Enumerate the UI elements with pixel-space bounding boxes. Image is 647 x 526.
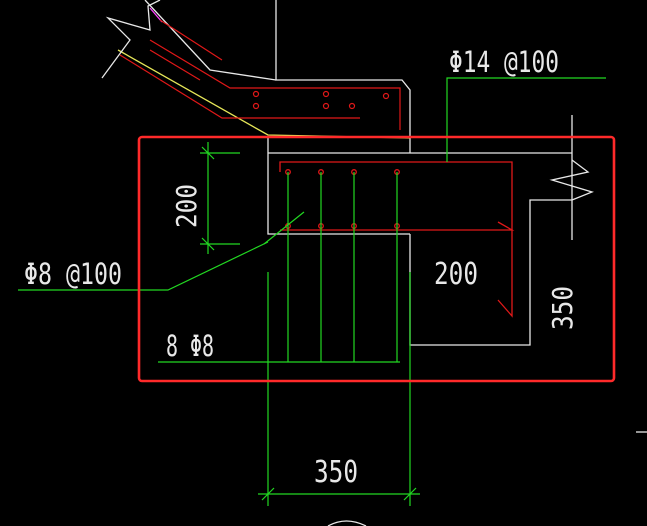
dim-left-tick-bottom [201, 237, 215, 251]
top-rebar-label: Φ14 @100 [449, 45, 559, 79]
bottom-hook-bar [280, 221, 515, 231]
stair-rebar-upper [149, 39, 401, 130]
stair-bar-dot [322, 90, 330, 98]
stirrup-leader-tick [263, 211, 305, 245]
highlight-box [137, 135, 616, 383]
stirrup-leader [18, 241, 269, 291]
dim-left-tick-top [201, 146, 215, 160]
stair-top-line [144, 0, 277, 81]
drawing-labels: Φ14 @100 Φ8 @100 8 Φ8 200 350 200 350 [24, 45, 579, 490]
break-symbol [549, 159, 594, 201]
stair-bar-dot [252, 102, 260, 110]
upper-slab-outline [267, 138, 410, 235]
stair-bar-dot [348, 102, 356, 110]
dim-bottom-tick-right [403, 487, 417, 501]
stirrup-label: Φ8 @100 [24, 257, 122, 291]
step-outline [275, 0, 411, 138]
top-hook-bar [279, 161, 513, 318]
stair-rebar-strut [149, 49, 201, 81]
stair-break-line [101, 0, 161, 79]
stair-flight [101, 0, 411, 139]
stair-accent [149, 7, 163, 23]
stair-rebar [119, 19, 401, 130]
stair-bar-dot [322, 102, 330, 110]
stair-underside-line [117, 49, 411, 139]
stair-bar-dot [252, 90, 260, 98]
bottom-bars-label: 8 Φ8 [166, 329, 214, 363]
beam-rebar [279, 161, 515, 318]
stair-bar-dot [382, 92, 390, 100]
dim-left-200-label: 200 [170, 184, 203, 228]
top-rebar-leader [446, 77, 606, 162]
bottom-arc-fragment [327, 520, 367, 526]
dimension-lines [18, 77, 606, 506]
dim-bottom-350-label: 350 [314, 455, 358, 490]
stair-rebar-lower [119, 54, 360, 119]
stair-rebar-top [159, 19, 223, 61]
dim-bottom-tick-left [261, 487, 275, 501]
dim-right-350-label: 350 [546, 286, 579, 330]
vertical-bars [287, 172, 398, 362]
dim-center-200-label: 200 [434, 257, 478, 292]
